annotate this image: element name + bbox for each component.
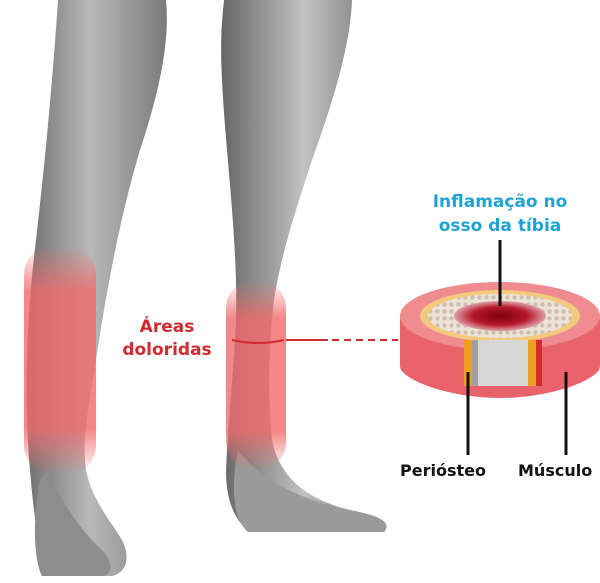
right-pain-zone xyxy=(226,280,286,470)
tibia-cross-section xyxy=(400,282,600,398)
right-leg xyxy=(221,0,387,532)
inflammation-label: Inflamação no osso da tíbia xyxy=(400,190,600,238)
painful-areas-label-line-1: Áreas xyxy=(139,317,195,337)
inflammation-label-line-1: Inflamação no xyxy=(432,192,568,212)
periosteum-label: Periósteo xyxy=(400,461,486,480)
painful-areas-label: Áreas doloridas xyxy=(112,316,222,362)
left-pain-zone xyxy=(24,245,96,475)
left-leg xyxy=(24,0,167,576)
inflammation-label-line-2: osso da tíbia xyxy=(438,216,562,236)
painful-areas-label-line-2: doloridas xyxy=(122,340,212,360)
muscle-label: Músculo xyxy=(518,461,593,480)
inflamed-marrow xyxy=(454,301,546,331)
